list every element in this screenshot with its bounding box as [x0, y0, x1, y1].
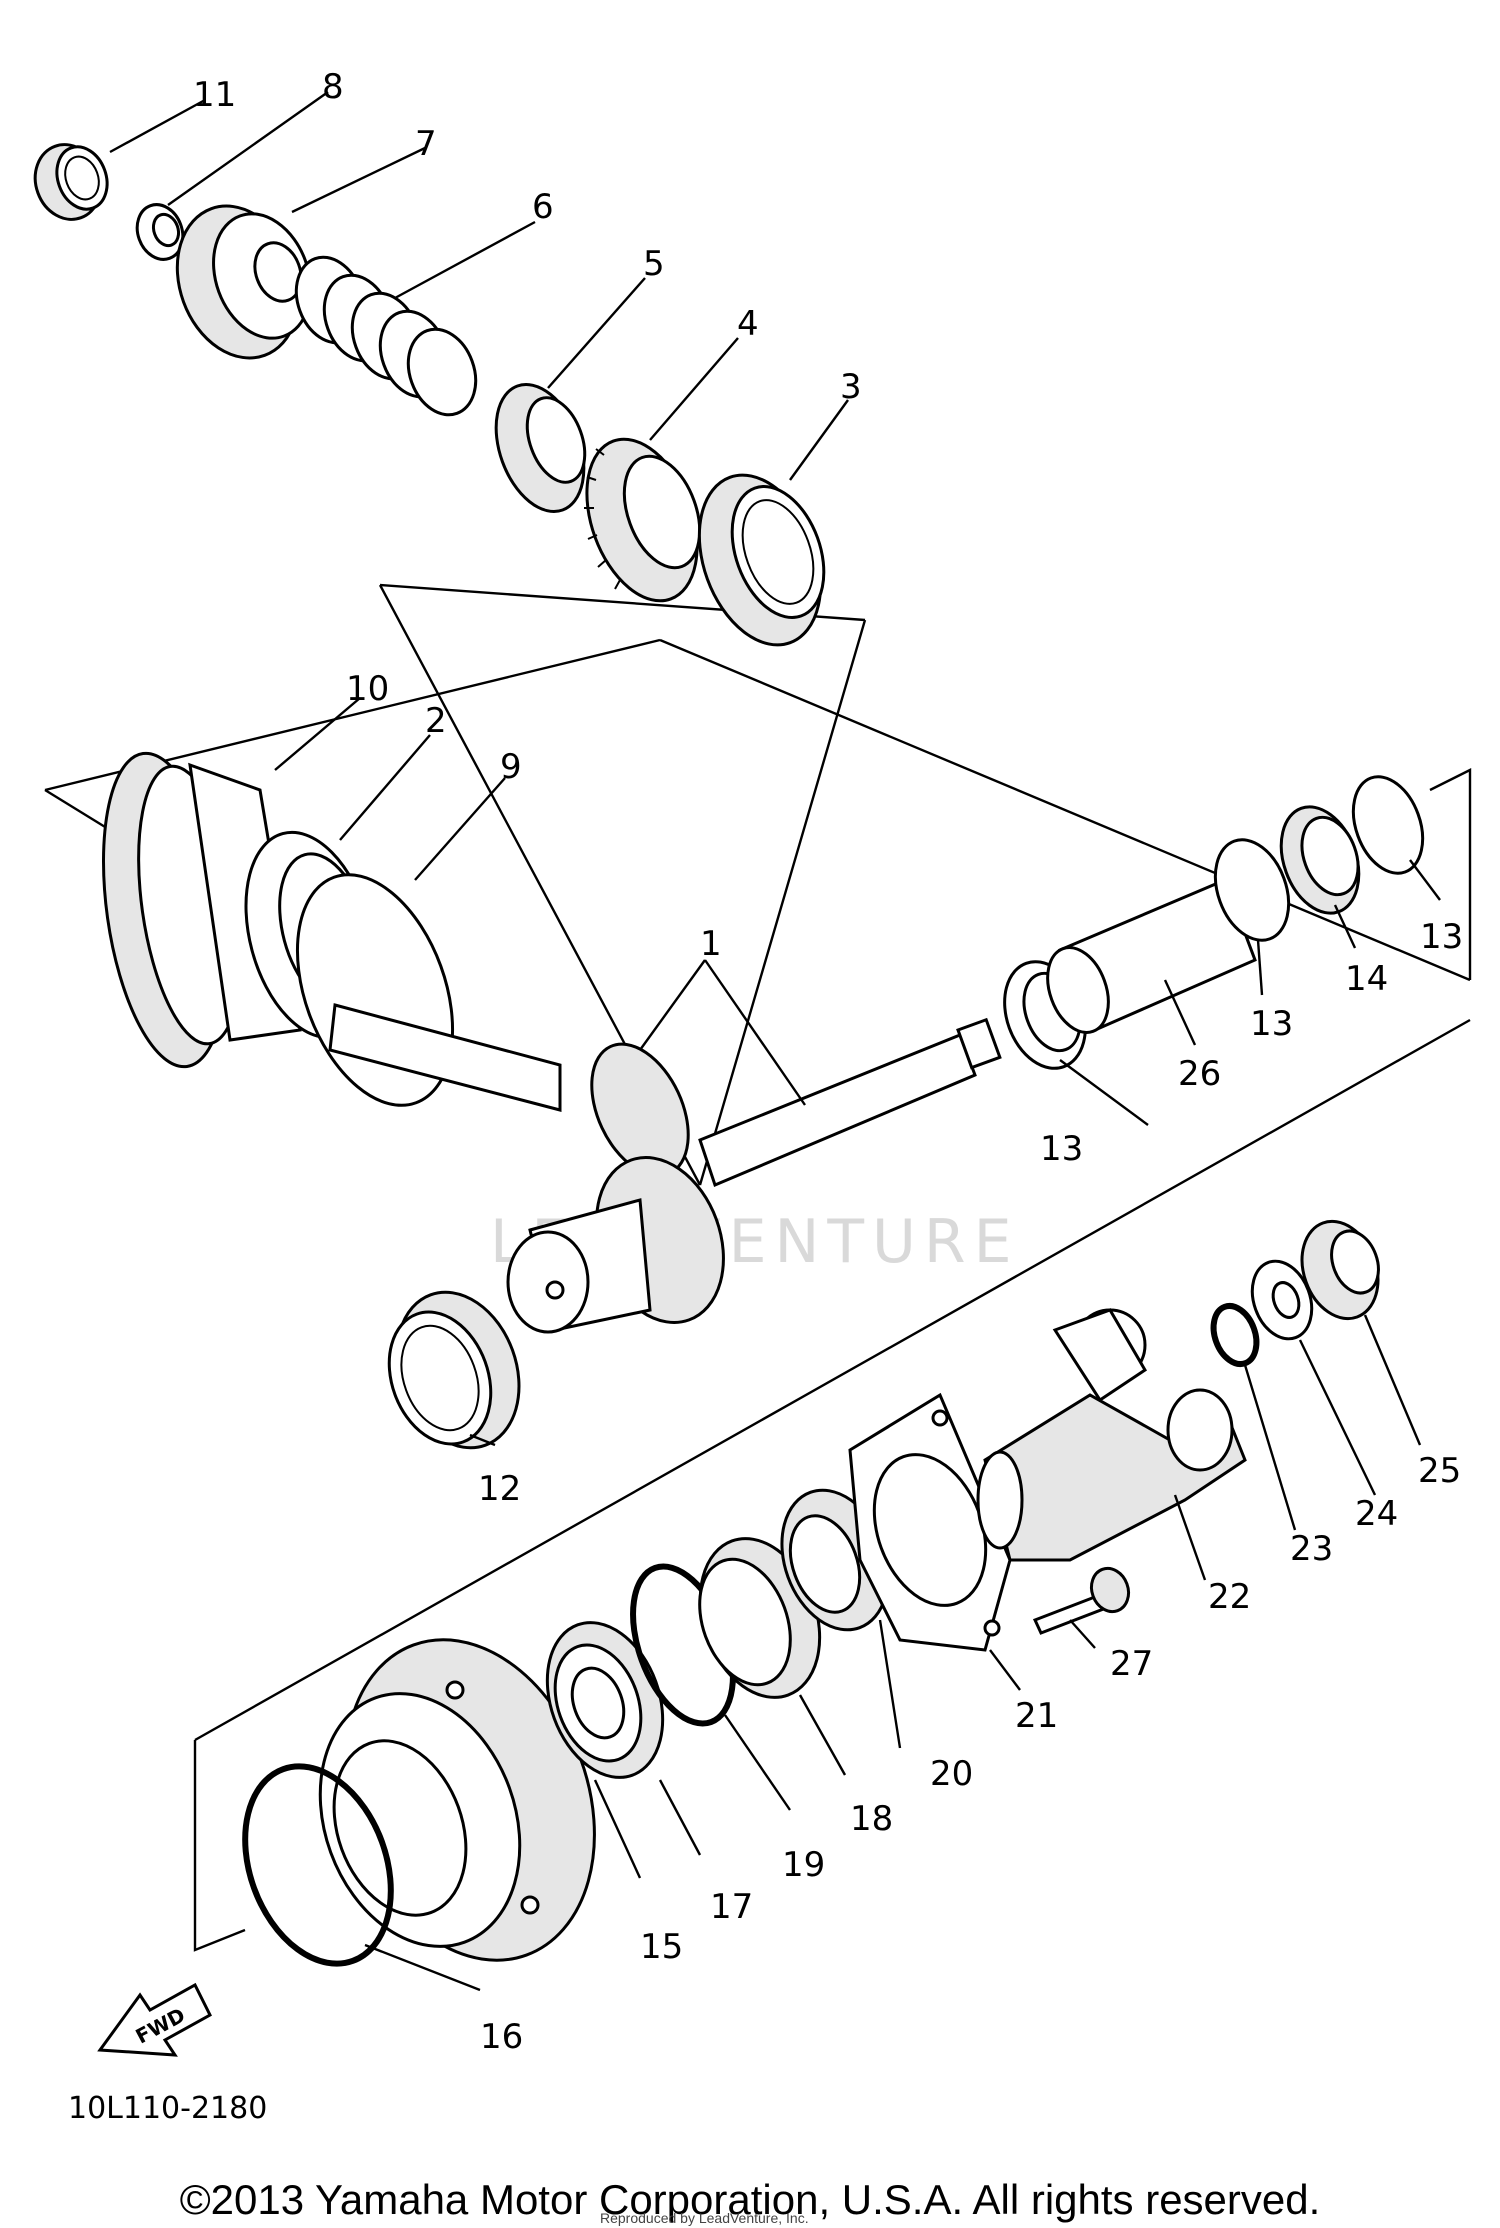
label-25[interactable]: 25	[1418, 1451, 1461, 1491]
leader-lines	[109, 91, 1441, 1992]
part-6-spring[interactable]	[285, 248, 487, 425]
reproduced-by-text: Reproduced by LeadVenture, Inc.	[600, 2210, 809, 2226]
label-18[interactable]: 18	[850, 1799, 893, 1839]
label-16[interactable]: 16	[480, 2017, 523, 2057]
copyright-text: ©2013 Yamaha Motor Corporation, U.S.A. A…	[179, 2176, 1321, 2223]
diagram-code: 10L110-2180	[68, 2091, 267, 2126]
label-21[interactable]: 21	[1015, 1696, 1058, 1736]
part-16-o-ring[interactable]	[219, 1746, 417, 1984]
part-24-washer[interactable]	[1242, 1253, 1322, 1347]
label-17[interactable]: 17	[710, 1887, 753, 1927]
part-8-collar[interactable]	[130, 198, 190, 266]
fwd-arrow-icon: FWD	[97, 1982, 212, 2057]
part-14-bearing[interactable]	[1267, 796, 1372, 924]
part-1-bevel-gear-shaft[interactable]	[328, 1003, 1002, 1340]
label-2[interactable]: 2	[425, 701, 447, 741]
middle-group-outline	[44, 638, 1472, 982]
part-3-nut[interactable]	[677, 458, 842, 662]
part-12-bearing[interactable]	[372, 1275, 540, 1465]
label-8[interactable]: 8	[322, 67, 344, 107]
label-1[interactable]: 1	[700, 924, 722, 964]
label-12[interactable]: 12	[478, 1469, 521, 1509]
part-25-nut[interactable]	[1289, 1211, 1391, 1330]
part-17-bearing[interactable]	[527, 1606, 683, 1793]
label-15[interactable]: 15	[640, 1927, 683, 1967]
part-labels: 11 8 7 6 5 4 3 10 2 9 1 13 26 13 14 13 1…	[193, 67, 1463, 2057]
label-4[interactable]: 4	[737, 304, 759, 344]
label-7[interactable]: 7	[415, 124, 437, 164]
label-14[interactable]: 14	[1345, 959, 1388, 999]
label-13-b[interactable]: 13	[1250, 1004, 1293, 1044]
label-22[interactable]: 22	[1208, 1577, 1251, 1617]
label-3[interactable]: 3	[840, 367, 862, 407]
part-13-shim-c[interactable]	[1341, 767, 1435, 883]
part-22-universal-joint-yoke[interactable]	[976, 1308, 1247, 1562]
label-13-c[interactable]: 13	[1420, 917, 1463, 957]
part-5-damper-cam[interactable]	[480, 372, 600, 523]
part-4-gear[interactable]	[566, 424, 717, 616]
part-13-shim-b[interactable]	[1202, 830, 1301, 951]
label-13-a[interactable]: 13	[1040, 1129, 1083, 1169]
label-20[interactable]: 20	[930, 1754, 973, 1794]
part-15-bearing-housing[interactable]	[286, 1605, 637, 1996]
label-27[interactable]: 27	[1110, 1644, 1153, 1684]
part-26-collar[interactable]	[1037, 878, 1257, 1041]
label-5[interactable]: 5	[643, 244, 665, 284]
part-7-spring-seat[interactable]	[157, 189, 327, 375]
label-23[interactable]: 23	[1290, 1529, 1333, 1569]
part-21-gasket[interactable]	[848, 1392, 1012, 1652]
label-26[interactable]: 26	[1178, 1054, 1221, 1094]
part-27-bolt[interactable]	[1032, 1563, 1134, 1635]
label-10[interactable]: 10	[346, 669, 389, 709]
part-11-bearing[interactable]	[25, 135, 116, 228]
label-11[interactable]: 11	[193, 75, 236, 115]
bottom-group-outline	[193, 1018, 1471, 1952]
label-6[interactable]: 6	[532, 187, 554, 227]
label-9[interactable]: 9	[500, 747, 522, 787]
label-19[interactable]: 19	[782, 1845, 825, 1885]
label-24[interactable]: 24	[1355, 1494, 1398, 1534]
part-23-o-ring[interactable]	[1206, 1300, 1264, 1370]
